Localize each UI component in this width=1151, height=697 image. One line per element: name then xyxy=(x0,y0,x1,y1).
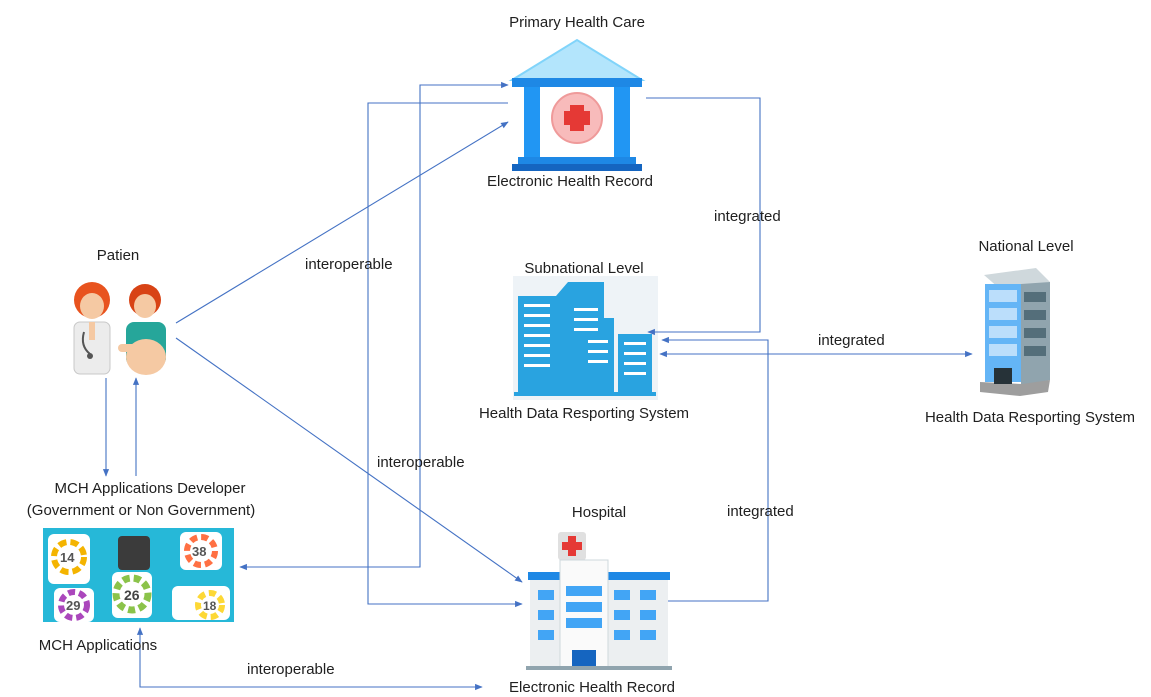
phc-title: Primary Health Care xyxy=(509,14,645,31)
edge-hospital-subnational xyxy=(661,336,769,602)
subnational-buildings-icon xyxy=(513,276,658,400)
developer-title-line1: MCH Applications Developer xyxy=(54,480,246,497)
edge-apps-hospital xyxy=(136,627,483,691)
edge-label-patient-hospital: interoperable xyxy=(377,454,465,471)
edge-phc-hospital xyxy=(367,102,523,608)
hospital-caption: Electronic Health Record xyxy=(509,679,675,696)
edge-label-phc-subnational: integrated xyxy=(714,208,781,225)
national-title: National Level xyxy=(978,238,1074,255)
mch-applications-panel-icon xyxy=(43,528,234,622)
edge-label-hospital-subnational: integrated xyxy=(727,503,794,520)
hospital-icon xyxy=(526,532,672,670)
patient-icon xyxy=(73,282,166,375)
national-caption: Health Data Resporting System xyxy=(924,409,1136,426)
mch-apps-caption: MCH Applications xyxy=(38,637,158,654)
developer-title-line2: (Government or Non Government) xyxy=(26,502,256,519)
edge-label-apps-hospital: interoperable xyxy=(247,661,335,678)
subnational-title: Subnational Level xyxy=(524,260,644,277)
national-tower-icon xyxy=(980,268,1050,396)
phc-caption: Electronic Health Record xyxy=(487,173,653,190)
edge-patient-phc xyxy=(175,121,509,324)
app-tile-2-number: 26 xyxy=(124,587,140,603)
edge-phc-subnational xyxy=(646,97,761,336)
app-tile-3-number: 38 xyxy=(192,544,207,559)
app-tile-1-number: 14 xyxy=(60,550,75,565)
patient-title: Patien xyxy=(96,247,140,264)
edge-label-subnational-national: integrated xyxy=(818,332,885,349)
edge-label-patient-phc: interoperable xyxy=(305,256,393,273)
subnational-caption: Health Data Resporting System xyxy=(478,405,690,422)
primary-health-care-icon xyxy=(508,38,646,171)
hospital-title: Hospital xyxy=(571,504,627,521)
app-tile-4-number: 29 xyxy=(66,598,81,613)
app-tile-5-number: 18 xyxy=(203,599,217,613)
edge-apps-phc xyxy=(239,81,509,571)
